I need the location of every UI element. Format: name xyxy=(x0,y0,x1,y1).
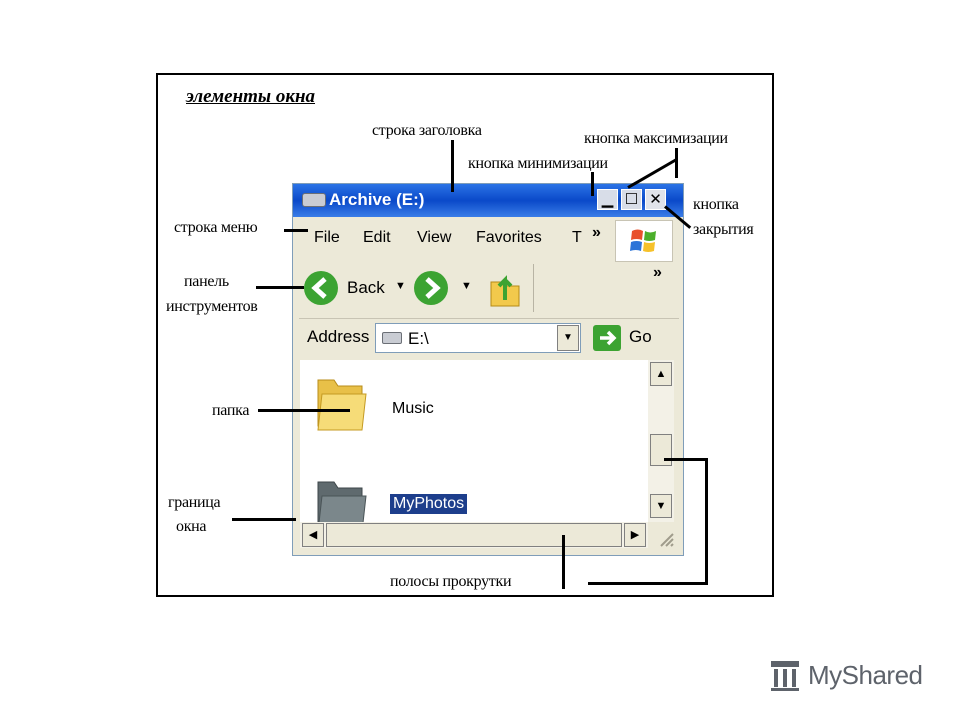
address-bar: Address E:\ ▼ Go xyxy=(299,318,679,357)
label-toolbar-2: инструментов xyxy=(166,298,258,315)
address-input[interactable]: E:\ ▼ xyxy=(375,323,581,353)
folder-name-music[interactable]: Music xyxy=(392,400,434,417)
horizontal-scroll-thumb[interactable] xyxy=(326,523,622,547)
leader-maximize-vertical xyxy=(675,148,678,178)
label-folder: папка xyxy=(212,402,250,419)
maximize-icon: ☐ xyxy=(624,191,639,208)
arrow-left-icon: ◀ xyxy=(308,529,318,541)
menu-edit[interactable]: Edit xyxy=(363,229,391,246)
menu-view[interactable]: View xyxy=(417,229,452,246)
window-title: Archive (E:) xyxy=(329,190,425,209)
label-maximize-button: кнопка максимизации xyxy=(584,130,728,147)
diagram-heading: элементы окна xyxy=(186,86,316,107)
label-title-bar: строка заголовка xyxy=(372,122,482,139)
scroll-up-button[interactable]: ▲ xyxy=(650,362,672,386)
arrow-up-icon: ▲ xyxy=(655,368,667,380)
watermark: MyShared xyxy=(768,654,928,694)
label-scrollbars: полосы прокрутки xyxy=(390,573,512,590)
vertical-scroll-thumb[interactable] xyxy=(650,434,672,466)
label-border-1: граница xyxy=(168,494,221,511)
maximize-button[interactable]: ☐ xyxy=(621,189,642,210)
minimize-button[interactable]: ▁ xyxy=(597,189,618,210)
horizontal-scrollbar[interactable]: ◀ ▶ xyxy=(300,522,648,548)
vertical-scrollbar[interactable]: ▲ ▼ xyxy=(648,360,674,522)
explorer-window: Archive (E:) ▁ ☐ ✕ File Edit View Favori… xyxy=(292,183,684,556)
toolbar: Back ▼ ▼ » xyxy=(299,264,679,314)
leader-scrollbar-v-right xyxy=(705,458,708,585)
myshared-logo-icon xyxy=(771,661,799,691)
go-button-label[interactable]: Go xyxy=(629,327,652,346)
leader-scrollbar-v-top xyxy=(664,458,708,461)
windows-logo xyxy=(615,220,673,262)
menu-file[interactable]: File xyxy=(314,229,340,246)
scroll-down-button[interactable]: ▼ xyxy=(650,494,672,518)
arrow-down-icon: ▼ xyxy=(655,500,667,512)
leader-scrollbar-v-bottom xyxy=(588,582,708,585)
close-icon: ✕ xyxy=(649,191,662,208)
label-close-button-1: кнопка xyxy=(693,196,739,213)
menu-bar: File Edit View Favorites T » xyxy=(300,224,608,252)
leader-scrollbar-h xyxy=(562,535,565,589)
forward-arrow-icon[interactable] xyxy=(413,270,449,306)
label-border-2: окна xyxy=(176,518,207,535)
address-label: Address xyxy=(307,327,370,346)
title-bar[interactable]: Archive (E:) ▁ ☐ ✕ xyxy=(293,184,683,217)
label-menu-bar: строка меню xyxy=(174,219,258,236)
toolbar-separator xyxy=(533,264,534,312)
address-dropdown-button[interactable]: ▼ xyxy=(557,325,579,351)
label-close-button-2: закрытия xyxy=(693,221,754,238)
folder-name-myphotos[interactable]: MyPhotos xyxy=(390,494,468,514)
leader-border xyxy=(232,518,296,521)
leader-toolbar xyxy=(256,286,304,289)
address-value: E:\ xyxy=(408,329,429,348)
scroll-right-button[interactable]: ▶ xyxy=(624,523,646,547)
label-minimize-button: кнопка минимизации xyxy=(468,155,608,172)
scroll-left-button[interactable]: ◀ xyxy=(302,523,324,547)
drive-icon xyxy=(382,332,402,344)
label-toolbar-1: панель xyxy=(184,273,229,290)
folder-item-myphotos[interactable] xyxy=(308,470,372,522)
close-button[interactable]: ✕ xyxy=(645,189,666,210)
arrow-right-icon: ▶ xyxy=(630,529,640,541)
toolbar-overflow[interactable]: » xyxy=(653,264,662,281)
menu-overflow[interactable]: » xyxy=(592,224,601,241)
folder-icon xyxy=(317,379,367,431)
menu-favorites[interactable]: Favorites xyxy=(476,229,542,246)
watermark-text: MyShared xyxy=(808,660,923,690)
forward-dropdown-icon[interactable]: ▼ xyxy=(461,280,472,292)
resize-grip-icon[interactable] xyxy=(655,528,675,548)
chevron-down-icon: ▼ xyxy=(563,332,573,343)
drive-icon xyxy=(302,193,326,207)
minimize-icon: ▁ xyxy=(601,191,614,208)
leader-folder xyxy=(258,409,350,412)
back-dropdown-icon[interactable]: ▼ xyxy=(395,280,406,292)
folder-item-music[interactable] xyxy=(308,368,372,434)
folder-icon xyxy=(317,481,367,522)
back-arrow-icon[interactable] xyxy=(303,270,339,306)
leader-minimize-button xyxy=(591,172,594,196)
go-arrow-icon[interactable] xyxy=(593,325,621,351)
leader-menu-bar xyxy=(284,229,308,232)
up-folder-icon[interactable] xyxy=(487,268,523,308)
menu-tools[interactable]: T xyxy=(572,229,582,246)
folder-view: Music MyPhotos xyxy=(300,360,648,522)
leader-title-bar xyxy=(451,140,454,192)
back-button-label[interactable]: Back xyxy=(347,278,385,297)
